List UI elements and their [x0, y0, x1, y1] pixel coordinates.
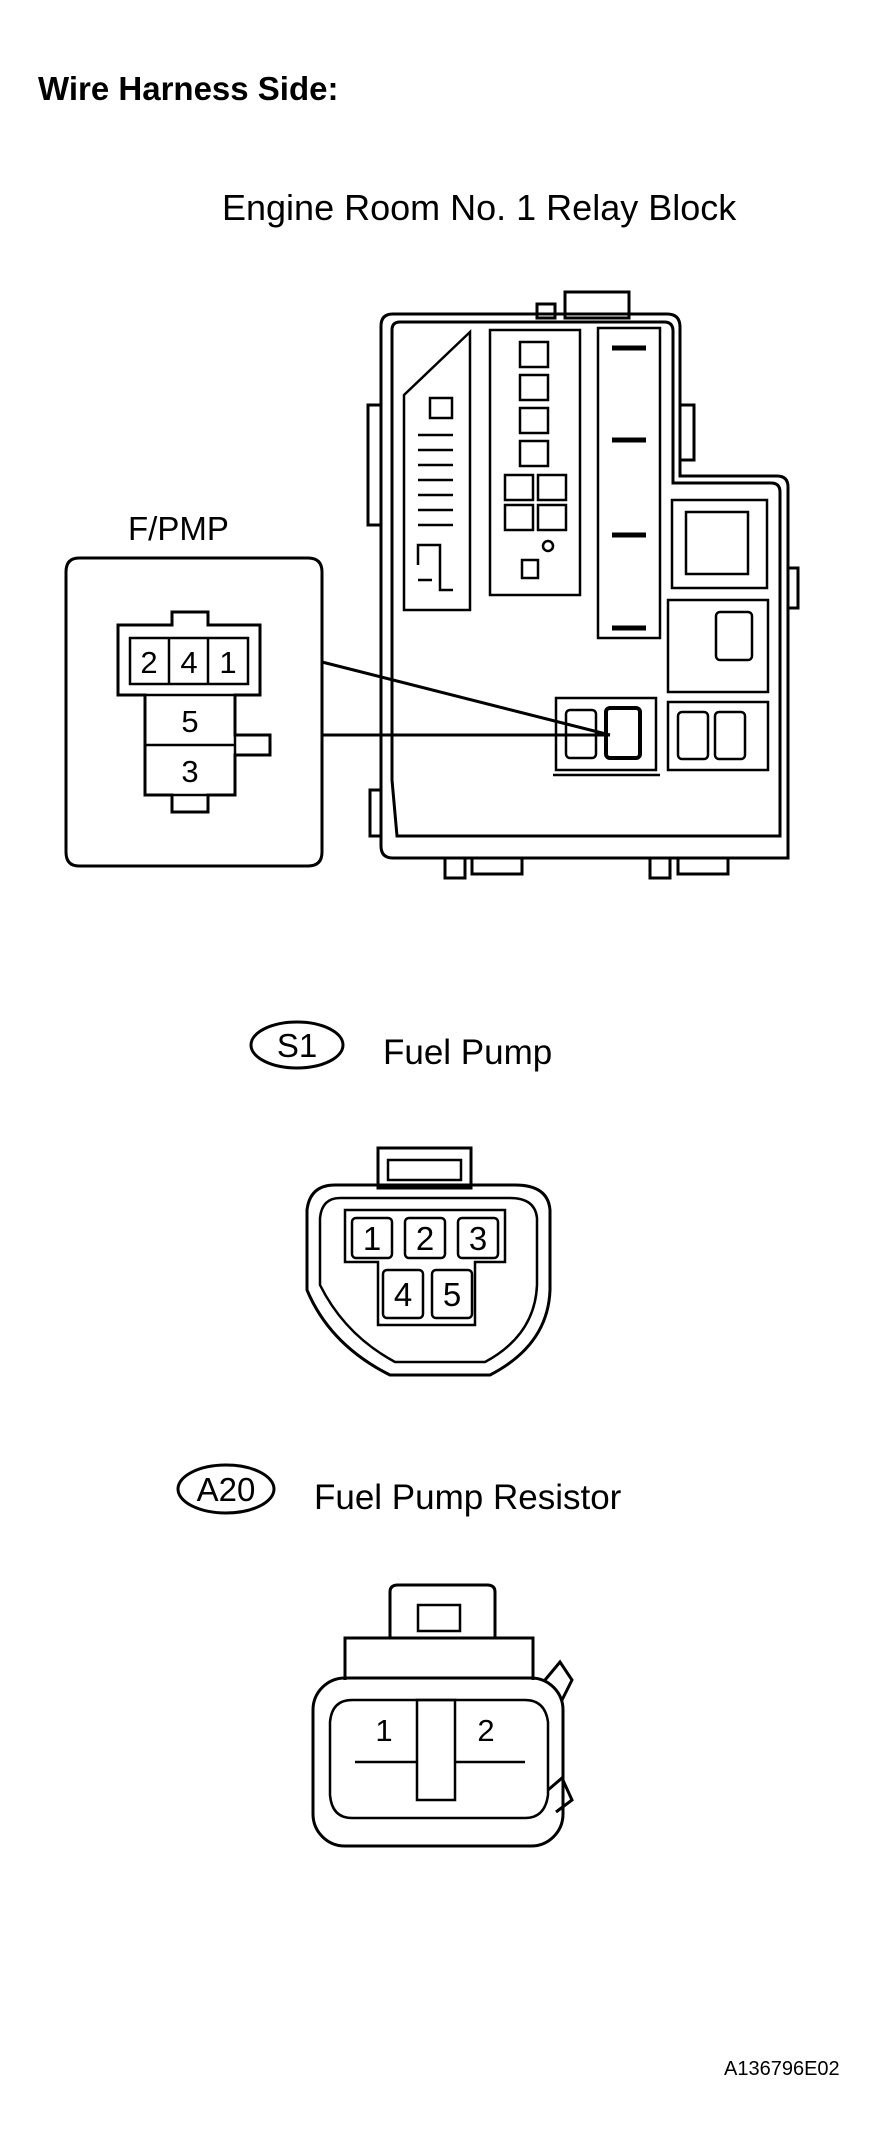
a20-code: A20 — [197, 1471, 256, 1508]
callout-pin: 4 — [180, 645, 197, 680]
callout-pin: 1 — [219, 645, 236, 680]
s1-pin: 1 — [363, 1220, 381, 1257]
callout-pin: 3 — [181, 754, 198, 789]
a20-connector-name: Fuel Pump Resistor — [314, 1478, 622, 1517]
a20-pin: 1 — [375, 1713, 392, 1748]
s1-pin: 3 — [469, 1220, 487, 1257]
callout-pin: 5 — [181, 704, 198, 739]
fpmp-callout — [64, 556, 611, 868]
s1-connector-face — [305, 1146, 552, 1377]
figure-id: A136796E02 — [724, 2058, 840, 2080]
s1-pin: 2 — [416, 1220, 434, 1257]
a20-code-ellipse — [176, 1463, 276, 1515]
relay-block-drawing — [366, 290, 800, 880]
callout-label: F/PMP — [128, 510, 229, 547]
s1-pin: 5 — [443, 1276, 461, 1313]
relay-block-title: Engine Room No. 1 Relay Block — [222, 187, 737, 228]
a20-pin: 2 — [477, 1713, 494, 1748]
s1-code: S1 — [277, 1027, 317, 1064]
heading: Wire Harness Side: — [38, 70, 339, 107]
a20-connector-face — [311, 1583, 574, 1848]
s1-pin: 4 — [394, 1276, 412, 1313]
s1-code-ellipse — [249, 1020, 345, 1070]
callout-pin: 2 — [140, 645, 157, 680]
s1-connector-name: Fuel Pump — [383, 1033, 553, 1072]
